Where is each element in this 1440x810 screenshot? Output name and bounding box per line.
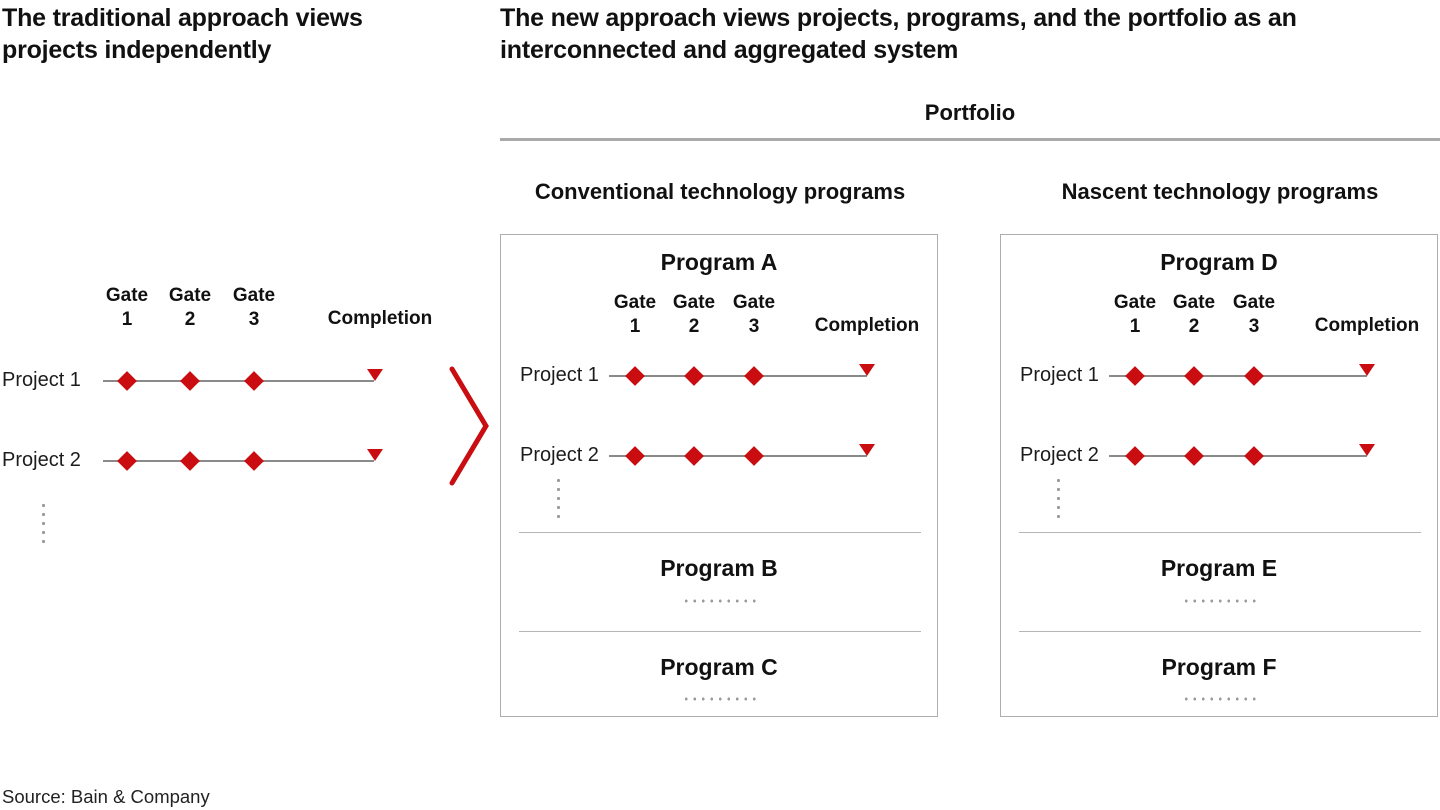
- gate-number: 2: [184, 309, 196, 330]
- column-heading-conventional: Conventional technology programs: [534, 179, 906, 204]
- gate-diamond-icon: [1125, 366, 1145, 386]
- column-heading-nascent: Nascent technology programs: [1061, 179, 1379, 204]
- gate-3-label: Gate 3: [1233, 291, 1275, 339]
- program-placeholder-dots: [1182, 599, 1256, 603]
- gate-diamond-icon: [180, 451, 200, 471]
- program-divider: [1019, 631, 1421, 632]
- gate-word: Gate: [232, 285, 276, 306]
- program-title: Program E: [1160, 555, 1278, 581]
- gate-number: 3: [748, 316, 760, 337]
- gate-word: Gate: [168, 285, 212, 306]
- right-heading: The new approach views projects, program…: [500, 4, 1297, 64]
- gate-1-label: Gate 1: [1114, 291, 1156, 339]
- gate-diamond-icon: [625, 366, 645, 386]
- timeline-line: [1109, 455, 1367, 457]
- program-title: Program D: [1160, 249, 1278, 275]
- gate-word: Gate: [732, 292, 776, 313]
- gate-number: 3: [1248, 316, 1260, 337]
- completion-triangle-icon: [1359, 364, 1375, 376]
- portfolio-rule: [500, 138, 1440, 141]
- gate-number: 1: [629, 316, 641, 337]
- program-divider: [1019, 532, 1421, 533]
- gate-number: 2: [1188, 316, 1200, 337]
- gate-number: 3: [248, 309, 260, 330]
- program-title: Program B: [660, 555, 778, 581]
- gate-number: 1: [1129, 316, 1141, 337]
- gate-number: 2: [688, 316, 700, 337]
- gate-diamond-icon: [1184, 366, 1204, 386]
- gate-3-label: Gate 3: [233, 284, 275, 332]
- timeline-line: [609, 375, 867, 377]
- gate-word: Gate: [105, 285, 149, 306]
- gate-2-label: Gate 2: [673, 291, 715, 339]
- program-divider: [519, 532, 921, 533]
- gate-diamond-icon: [684, 446, 704, 466]
- project-label: Project 1: [1020, 364, 1099, 386]
- program-title: Program F: [1161, 654, 1277, 680]
- gate-diamond-icon: [1125, 446, 1145, 466]
- gate-diamond-icon: [744, 446, 764, 466]
- timeline-line: [609, 455, 867, 457]
- program-title: Program A: [660, 249, 778, 275]
- gate-diamond-icon: [1244, 446, 1264, 466]
- timeline-line: [103, 460, 374, 462]
- gate-diamond-icon: [117, 371, 137, 391]
- completion-label: Completion: [814, 315, 920, 336]
- program-title: Program C: [660, 654, 778, 680]
- project-label: Project 1: [2, 369, 81, 391]
- gate-1-label: Gate 1: [614, 291, 656, 339]
- program-box-nascent: Program D Gate 1 Gate 2 Gate 3 Completio…: [1000, 234, 1438, 717]
- gate-diamond-icon: [244, 371, 264, 391]
- completion-triangle-icon: [859, 364, 875, 376]
- project-label: Project 1: [520, 364, 599, 386]
- gate-diamond-icon: [117, 451, 137, 471]
- ellipsis-dots: [42, 501, 45, 546]
- source-note: Source: Bain & Company: [2, 786, 210, 807]
- gate-diamond-icon: [744, 366, 764, 386]
- gate-word: Gate: [1172, 292, 1216, 313]
- gate-number: 1: [121, 309, 133, 330]
- completion-label: Completion: [1314, 315, 1420, 336]
- gate-word: Gate: [613, 292, 657, 313]
- program-box-conventional: Program A Gate 1 Gate 2 Gate 3 Completio…: [500, 234, 938, 717]
- gate-diamond-icon: [1184, 446, 1204, 466]
- gate-diamond-icon: [244, 451, 264, 471]
- ellipsis-dots: [1057, 476, 1060, 521]
- completion-label: Completion: [327, 308, 433, 329]
- gate-diamond-icon: [1244, 366, 1264, 386]
- program-placeholder-dots: [682, 599, 756, 603]
- completion-triangle-icon: [859, 444, 875, 456]
- gate-diamond-icon: [625, 446, 645, 466]
- ellipsis-dots: [557, 476, 560, 521]
- project-label: Project 2: [1020, 444, 1099, 466]
- timeline-line: [1109, 375, 1367, 377]
- gate-word: Gate: [1232, 292, 1276, 313]
- gate-2-label: Gate 2: [1173, 291, 1215, 339]
- gate-3-label: Gate 3: [733, 291, 775, 339]
- project-label: Project 2: [520, 444, 599, 466]
- gate-word: Gate: [672, 292, 716, 313]
- completion-triangle-icon: [367, 449, 383, 461]
- project-label: Project 2: [2, 449, 81, 471]
- program-placeholder-dots: [1182, 697, 1256, 701]
- timeline-line: [103, 380, 374, 382]
- portfolio-label: Portfolio: [924, 100, 1016, 125]
- gate-2-label: Gate 2: [169, 284, 211, 332]
- completion-triangle-icon: [367, 369, 383, 381]
- program-divider: [519, 631, 921, 632]
- gate-word: Gate: [1113, 292, 1157, 313]
- transition-chevron-icon: [449, 366, 489, 486]
- completion-triangle-icon: [1359, 444, 1375, 456]
- gate-diamond-icon: [684, 366, 704, 386]
- left-heading: The traditional approach views projects …: [2, 4, 363, 64]
- program-placeholder-dots: [682, 697, 756, 701]
- gate-1-label: Gate 1: [106, 284, 148, 332]
- gate-diamond-icon: [180, 371, 200, 391]
